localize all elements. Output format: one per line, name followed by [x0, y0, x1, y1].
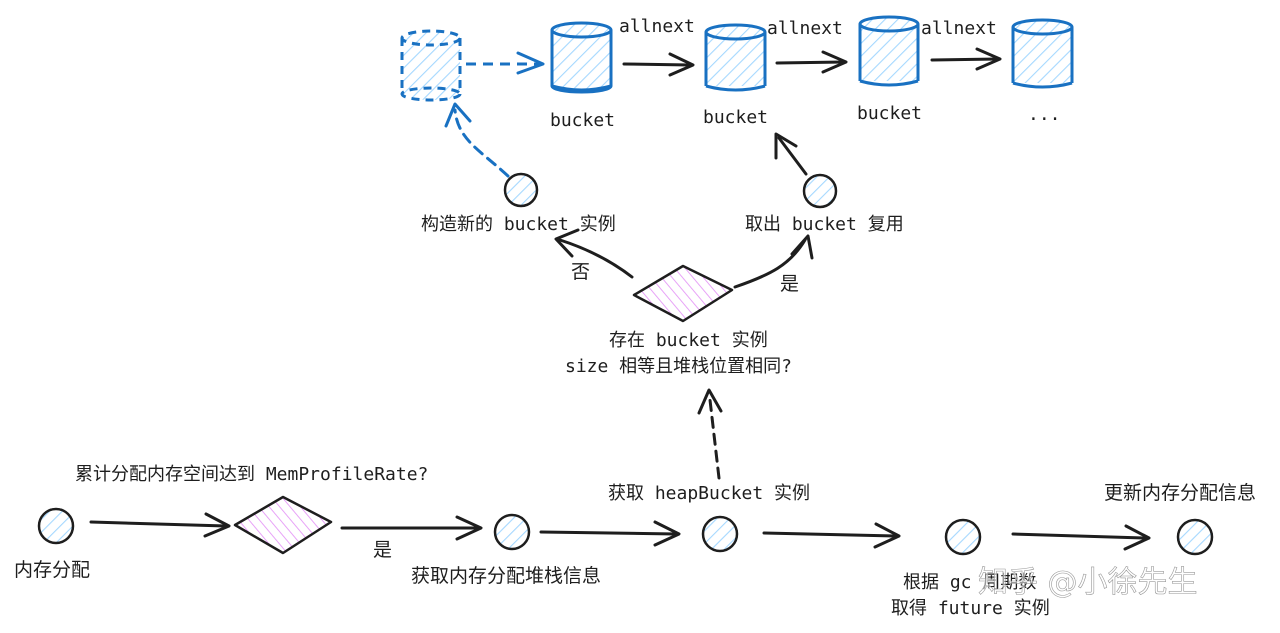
bucket-cylinder-3 — [858, 15, 920, 87]
reuse-bucket-node — [802, 173, 838, 209]
reuse-bucket-label: 取出 bucket 复用 — [745, 214, 904, 235]
mem-rate-decision — [233, 495, 333, 555]
bucket-cylinder-2 — [704, 23, 767, 92]
future-node — [944, 518, 982, 556]
heap-bucket-node — [701, 515, 739, 553]
bucket-ellipsis: ... — [1028, 104, 1061, 125]
bucket-label-2: bucket — [703, 107, 768, 128]
mem-rate-decision-label: 累计分配内存空间达到 MemProfileRate? — [75, 464, 428, 485]
allnext-label-2: allnext — [767, 18, 843, 39]
decision-line-1: 存在 bucket 实例 — [609, 330, 768, 351]
arrow-heap-to-future — [762, 522, 901, 549]
bucket-exists-decision — [632, 264, 734, 323]
decision-no-label: 否 — [571, 261, 590, 283]
arrow-decision-to-stack — [340, 515, 483, 541]
arrow-allnext-1 — [622, 52, 695, 77]
update-node — [1176, 518, 1214, 556]
arrow-stack-to-heap — [539, 520, 681, 547]
update-label: 更新内存分配信息 — [1104, 482, 1256, 504]
future-label-line-1: 根据 gc 周期数 — [903, 572, 1036, 593]
bucket-cylinder-1 — [550, 21, 613, 94]
arrow-no-to-construct — [554, 228, 634, 279]
arrow-allnext-2 — [775, 50, 848, 74]
allnext-label-3: allnext — [921, 18, 997, 39]
arrow-allnext-3 — [930, 47, 1002, 71]
arrow-start-to-decision — [89, 512, 231, 538]
decision-line-2: size 相等且堆栈位置相同? — [565, 356, 792, 377]
arrow-yes-to-reuse — [733, 234, 814, 289]
start-node — [37, 507, 75, 545]
decision-yes-label: 是 — [780, 273, 799, 295]
bucket-cylinder-4 — [1011, 18, 1074, 89]
allnext-label-1: allnext — [619, 16, 695, 37]
future-label-line-2: 取得 future 实例 — [891, 598, 1050, 619]
bucket-label-3: bucket — [857, 103, 922, 124]
start-label: 内存分配 — [14, 559, 90, 581]
watermark: 知乎 @小徐先生 — [978, 565, 1198, 600]
mem-rate-yes-label: 是 — [373, 539, 392, 561]
arrow-construct-to-new-bucket — [444, 102, 510, 178]
arrow-future-to-update — [1011, 524, 1151, 551]
arrow-heap-to-decision — [697, 388, 723, 480]
new-bucket-label: 构造新的 bucket 实例 — [421, 214, 616, 235]
arrow-new-to-bucket — [466, 51, 545, 75]
stack-node — [493, 513, 531, 551]
new-bucket-cylinder — [400, 29, 462, 102]
stack-label: 获取内存分配堆栈信息 — [411, 565, 601, 587]
bucket-label-1: bucket — [550, 110, 615, 131]
heap-bucket-label: 获取 heapBucket 实例 — [608, 483, 810, 504]
new-bucket-node — [503, 172, 539, 208]
arrow-reuse-to-bucket — [774, 132, 808, 176]
